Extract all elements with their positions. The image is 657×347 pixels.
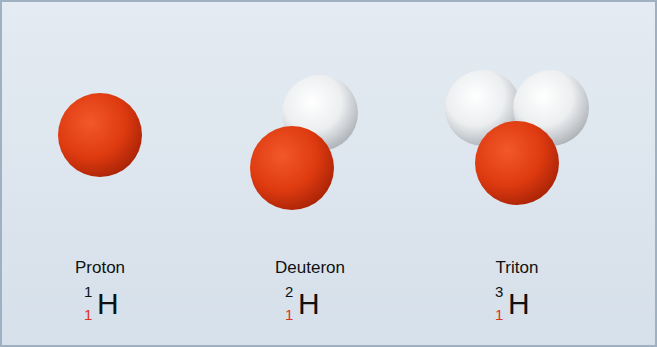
- mass-number: 3: [495, 284, 503, 299]
- isotope-name-slot: Triton: [496, 259, 539, 276]
- atomic-number-slot: 1: [495, 307, 503, 323]
- isotope-name: Deuteron: [275, 259, 345, 276]
- mass-number-slot: 3: [495, 284, 503, 300]
- isotope-name-slot: Deuteron: [275, 259, 345, 276]
- element-symbol-slot: H: [298, 289, 320, 319]
- mass-number-slot: 2: [285, 284, 293, 300]
- element-symbol: H: [97, 289, 119, 319]
- isotope-name-slot: Proton: [75, 259, 125, 276]
- atomic-number-slot: 1: [285, 307, 293, 323]
- atomic-number-slot: 1: [84, 307, 92, 323]
- element-symbol-slot: H: [97, 289, 119, 319]
- proton-sphere: [475, 121, 559, 205]
- mass-number: 2: [285, 284, 293, 299]
- isotope-name: Triton: [496, 259, 539, 276]
- atomic-number: 1: [495, 307, 503, 322]
- proton-sphere: [58, 93, 142, 177]
- element-symbol: H: [298, 289, 320, 319]
- element-symbol-slot: H: [508, 289, 530, 319]
- proton-sphere: [250, 126, 334, 210]
- atomic-number: 1: [84, 307, 92, 322]
- mass-number: 1: [84, 284, 92, 299]
- element-symbol: H: [508, 289, 530, 319]
- mass-number-slot: 1: [84, 284, 92, 300]
- atomic-number: 1: [285, 307, 293, 322]
- isotope-name: Proton: [75, 259, 125, 276]
